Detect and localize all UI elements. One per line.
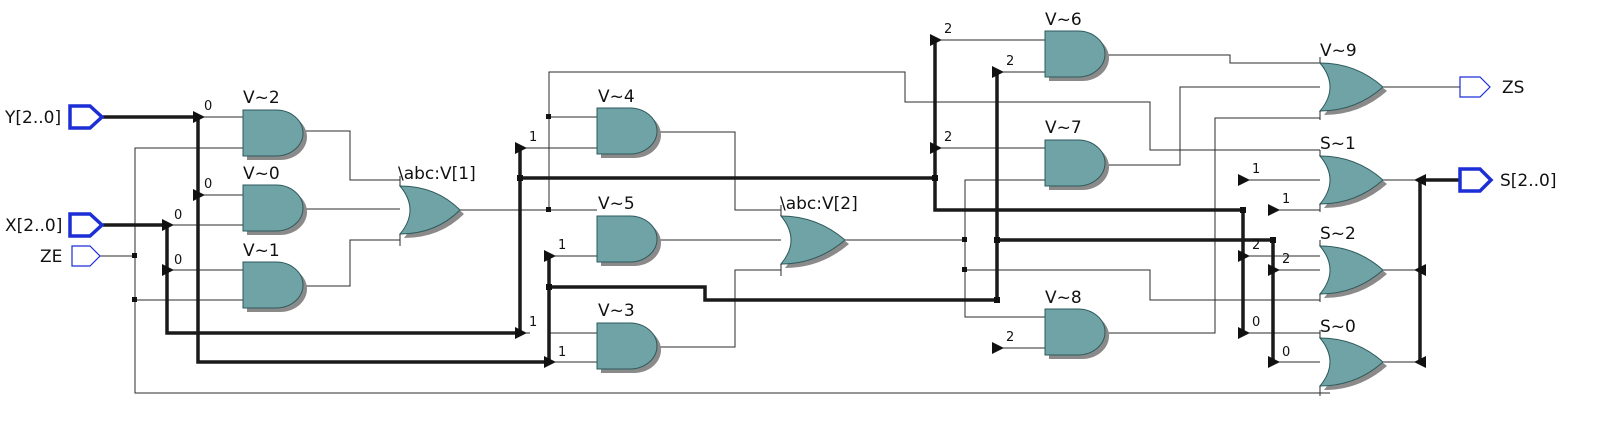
junction-dots bbox=[132, 114, 1276, 303]
port-y[interactable] bbox=[68, 104, 105, 130]
bit-index: 0 bbox=[1252, 315, 1260, 330]
and-gate-v6[interactable] bbox=[1044, 30, 1109, 81]
bit-index: 2 bbox=[1006, 54, 1014, 69]
port-zs[interactable] bbox=[1459, 76, 1491, 98]
bit-index: 2 bbox=[944, 130, 952, 145]
bit-index: 2 bbox=[944, 22, 952, 37]
gate-label-v3: V~3 bbox=[598, 301, 635, 321]
gate-label-abc-v1: \abc:V[1] bbox=[398, 164, 476, 184]
and-gate-v3[interactable] bbox=[596, 322, 661, 373]
port-labels: Y[2..0] X[2..0] ZE ZS S[2..0] bbox=[4, 78, 1557, 267]
and-gate-v2[interactable] bbox=[242, 109, 307, 160]
bit-index: 2 bbox=[1006, 330, 1014, 345]
port-label-y: Y[2..0] bbox=[4, 108, 61, 128]
bit-index: 2 bbox=[1282, 252, 1290, 267]
or-gate-abc-v2[interactable] bbox=[779, 205, 849, 276]
gate-label-s1: S~1 bbox=[1320, 134, 1356, 154]
or-gate-s0[interactable] bbox=[1318, 330, 1387, 396]
gate-label-v8: V~8 bbox=[1045, 288, 1082, 308]
bus-tap-arrows bbox=[162, 34, 1426, 368]
or-gate-abc-v1[interactable] bbox=[398, 176, 464, 246]
port-s[interactable] bbox=[1458, 167, 1494, 193]
bit-index: 1 bbox=[529, 315, 537, 330]
or-gate-v9[interactable] bbox=[1318, 57, 1387, 120]
bit-index: 0 bbox=[174, 208, 182, 223]
gate-label-v5: V~5 bbox=[598, 194, 635, 214]
gate-label-v1: V~1 bbox=[243, 241, 280, 261]
port-label-zs: ZS bbox=[1502, 78, 1524, 98]
bit-index: 0 bbox=[204, 99, 212, 114]
gate-label-v0: V~0 bbox=[243, 164, 280, 184]
bit-index: 1 bbox=[529, 130, 537, 145]
gate-label-s0: S~0 bbox=[1320, 317, 1356, 337]
bit-index-labels: 0 0 0 0 1 1 1 1 2 2 2 2 1 1 2 2 0 0 bbox=[174, 22, 1290, 360]
and-gate-v7[interactable] bbox=[1044, 139, 1109, 190]
port-label-ze: ZE bbox=[40, 247, 62, 267]
bit-index: 0 bbox=[1282, 345, 1290, 360]
gate-label-v9: V~9 bbox=[1320, 41, 1357, 61]
and-gate-v1[interactable] bbox=[242, 261, 307, 312]
and-gate-v4[interactable] bbox=[596, 107, 661, 158]
bit-index: 0 bbox=[174, 253, 182, 268]
gate-label-v4: V~4 bbox=[598, 87, 635, 107]
and-gate-v5[interactable] bbox=[596, 215, 661, 266]
or-gate-s2[interactable] bbox=[1318, 240, 1387, 302]
bit-index: 0 bbox=[204, 177, 212, 192]
gate-label-v6: V~6 bbox=[1045, 10, 1082, 30]
gate-label-v2: V~2 bbox=[243, 88, 280, 108]
gate-labels: V~2 V~0 V~1 \abc:V[1] V~4 V~5 V~3 \abc:V… bbox=[243, 10, 1357, 337]
bit-index: 2 bbox=[1252, 238, 1260, 253]
and-gate-v8[interactable] bbox=[1044, 308, 1109, 359]
port-x[interactable] bbox=[68, 212, 105, 238]
port-label-x: X[2..0] bbox=[5, 216, 62, 236]
bit-index: 1 bbox=[1252, 162, 1260, 177]
and-gate-v0[interactable] bbox=[242, 184, 307, 235]
bit-index: 1 bbox=[558, 345, 566, 360]
bit-index: 1 bbox=[1282, 192, 1290, 207]
port-label-s: S[2..0] bbox=[1500, 171, 1557, 191]
bit-index: 1 bbox=[558, 238, 566, 253]
signal-wires bbox=[100, 39, 1460, 394]
gate-label-v7: V~7 bbox=[1045, 118, 1082, 138]
port-ze[interactable] bbox=[71, 245, 101, 267]
gate-label-s2: S~2 bbox=[1320, 224, 1356, 244]
gate-label-abc-v2: \abc:V[2] bbox=[780, 194, 858, 214]
or-gate-s1[interactable] bbox=[1318, 150, 1387, 212]
